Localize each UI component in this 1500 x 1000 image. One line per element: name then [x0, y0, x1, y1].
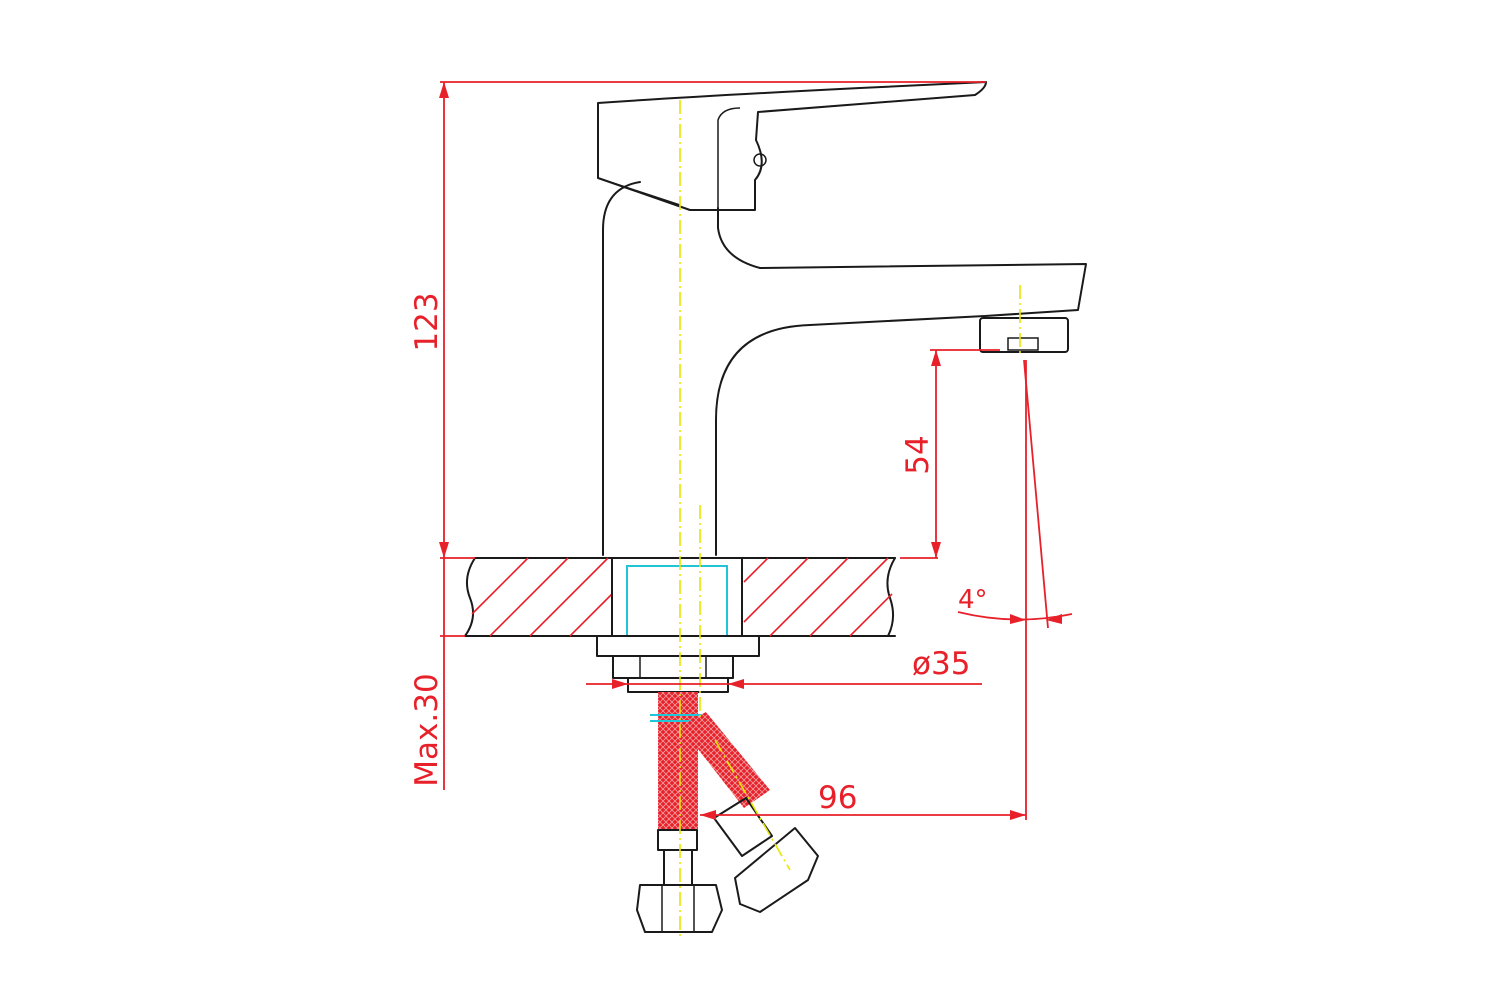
outlet-angle-label: 4° — [958, 585, 988, 615]
dimension-max-deck: Max.30 — [409, 558, 465, 790]
hose-straight — [658, 692, 698, 830]
body-outline — [602, 181, 1087, 556]
aerator — [979, 317, 1069, 353]
dimension-spout-height: 54 — [900, 349, 1000, 559]
dimension-overall-height: 123 — [409, 81, 986, 559]
dimension-outlet-angle: 4° — [957, 359, 1073, 629]
hose-angled — [680, 712, 770, 808]
dimension-spout-reach: 96 — [700, 360, 1027, 820]
max-deck-label: Max.30 — [409, 673, 445, 786]
overall-height-label: 123 — [409, 292, 445, 351]
hole-diameter-label: ø35 — [912, 646, 970, 682]
mounting-sleeve — [596, 557, 760, 693]
countertop-section — [464, 557, 896, 637]
nut-angled-hose — [734, 827, 819, 913]
dimension-hole-diameter: ø35 — [586, 646, 982, 689]
faucet-body — [597, 81, 1087, 556]
lever-handle — [597, 81, 987, 211]
flexible-hoses — [636, 692, 819, 933]
countertop-hatching — [471, 557, 893, 637]
nut-straight-hose — [636, 884, 723, 933]
spout-reach-label: 96 — [818, 780, 857, 816]
spout-height-label: 54 — [900, 435, 936, 474]
